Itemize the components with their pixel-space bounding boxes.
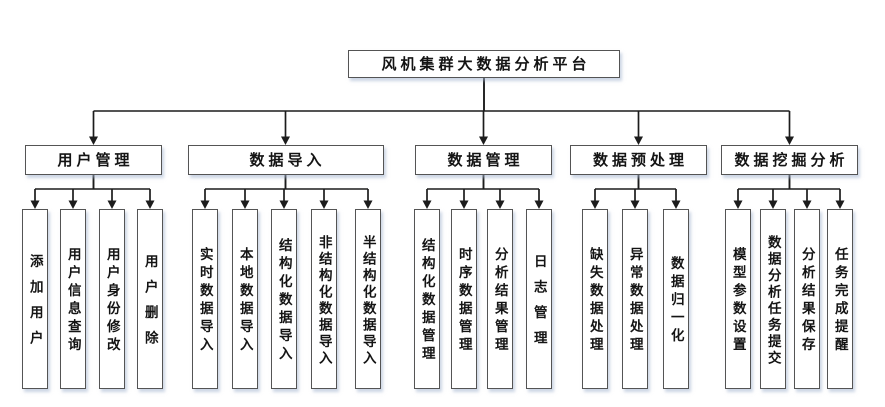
branch-node-user-management-label: 用户管理 <box>57 151 134 169</box>
leaf-node-user-management-2: 用户身份修改 <box>99 209 125 389</box>
arrowhead-icon <box>89 136 98 145</box>
arrowhead-icon <box>319 200 329 209</box>
arrowhead-icon <box>479 136 488 145</box>
branch-node-data-preprocessing-label: 数据预处理 <box>592 151 688 169</box>
leaf-node-data-mining-analysis-1: 数据分析任务提交 <box>760 209 786 389</box>
leaf-node-data-management-0: 结构化数据管理 <box>414 209 440 389</box>
leaf-node-data-import-3-label: 非结构化数据导入 <box>316 234 332 367</box>
leaf-node-user-management-0: 添加用户 <box>22 209 48 389</box>
leaf-node-data-management-2: 分析结果管理 <box>487 209 513 389</box>
leaf-node-data-mining-analysis-0: 模型参数设置 <box>725 209 751 389</box>
leaf-node-data-import-2-label: 结构化数据导入 <box>276 238 292 365</box>
leaf-node-data-mining-analysis-3-label: 任务完成提醒 <box>832 247 848 356</box>
arrowhead-icon <box>200 200 210 209</box>
arrowhead-icon <box>281 136 290 145</box>
leaf-node-data-import-2: 结构化数据导入 <box>271 209 297 389</box>
leaf-node-data-management-3: 日志管理 <box>526 209 552 389</box>
leaf-node-user-management-1-label: 用户信息查询 <box>65 247 81 356</box>
leaf-node-data-preprocessing-2: 数据归一化 <box>663 209 689 389</box>
leaf-node-data-import-1-label: 本地数据导入 <box>237 247 253 356</box>
branch-node-data-preprocessing: 数据预处理 <box>570 145 707 175</box>
root-node-label: 风机集群大数据分析平台 <box>381 55 591 73</box>
leaf-node-data-management-3-label: 日志管理 <box>531 254 547 356</box>
arrowhead-icon <box>279 200 289 209</box>
arrowhead-icon <box>630 200 640 209</box>
arrowhead-icon <box>145 200 155 209</box>
branch-node-data-mining-analysis-label: 数据挖掘分析 <box>734 151 849 169</box>
leaf-node-data-management-1: 时序数据管理 <box>451 209 477 389</box>
leaf-node-user-management-0-label: 添加用户 <box>27 254 43 356</box>
leaf-node-data-management-1-label: 时序数据管理 <box>456 247 472 356</box>
arrowhead-icon <box>733 200 743 209</box>
leaf-node-data-preprocessing-1: 异常数据处理 <box>622 209 648 389</box>
arrowhead-icon <box>590 200 600 209</box>
arrowhead-icon <box>534 200 544 209</box>
leaf-node-data-import-4: 半结构化数据导入 <box>355 209 381 389</box>
leaf-node-data-mining-analysis-3: 任务完成提醒 <box>827 209 853 389</box>
arrowhead-icon <box>768 200 778 209</box>
leaf-node-user-management-3-label: 用户删除 <box>142 254 158 356</box>
arrowhead-icon <box>107 200 117 209</box>
arrowhead-icon <box>802 200 812 209</box>
leaf-node-data-mining-analysis-1-label: 数据分析任务提交 <box>765 234 781 367</box>
leaf-node-data-mining-analysis-0-label: 模型参数设置 <box>730 247 746 356</box>
leaf-node-data-mining-analysis-2: 分析结果保存 <box>794 209 820 389</box>
root-node: 风机集群大数据分析平台 <box>348 50 620 78</box>
arrowhead-icon <box>422 200 432 209</box>
arrowhead-icon <box>835 200 845 209</box>
arrowhead-icon <box>634 136 643 145</box>
arrowhead-icon <box>68 200 78 209</box>
leaf-node-data-import-0: 实时数据导入 <box>192 209 218 389</box>
leaf-node-data-preprocessing-0: 缺失数据处理 <box>582 209 608 389</box>
branch-node-data-mining-analysis: 数据挖掘分析 <box>721 145 858 175</box>
leaf-node-data-management-2-label: 分析结果管理 <box>492 247 508 356</box>
arrowhead-icon <box>671 200 681 209</box>
branch-node-data-management: 数据管理 <box>415 145 552 175</box>
branch-node-data-import-label: 数据导入 <box>249 151 326 169</box>
branch-node-data-management-label: 数据管理 <box>447 151 524 169</box>
arrowhead-icon <box>363 200 373 209</box>
leaf-node-user-management-3: 用户删除 <box>137 209 163 389</box>
leaf-node-data-preprocessing-0-label: 缺失数据处理 <box>587 247 603 356</box>
arrowhead-icon <box>459 200 469 209</box>
arrowhead-icon <box>495 200 505 209</box>
arrowhead-icon <box>240 200 250 209</box>
leaf-node-data-import-3: 非结构化数据导入 <box>311 209 337 389</box>
leaf-node-data-import-1: 本地数据导入 <box>232 209 258 389</box>
leaf-node-user-management-2-label: 用户身份修改 <box>104 247 120 356</box>
leaf-node-data-management-0-label: 结构化数据管理 <box>419 238 435 365</box>
leaf-node-user-management-1: 用户信息查询 <box>60 209 86 389</box>
leaf-node-data-import-4-label: 半结构化数据导入 <box>360 234 376 367</box>
leaf-node-data-preprocessing-2-label: 数据归一化 <box>668 256 684 347</box>
arrowhead-icon <box>785 136 794 145</box>
leaf-node-data-preprocessing-1-label: 异常数据处理 <box>627 247 643 356</box>
arrowhead-icon <box>30 200 40 209</box>
leaf-node-data-mining-analysis-2-label: 分析结果保存 <box>799 247 815 356</box>
branch-node-data-import: 数据导入 <box>187 145 384 175</box>
leaf-node-data-import-0-label: 实时数据导入 <box>197 247 213 356</box>
branch-node-user-management: 用户管理 <box>25 145 162 175</box>
